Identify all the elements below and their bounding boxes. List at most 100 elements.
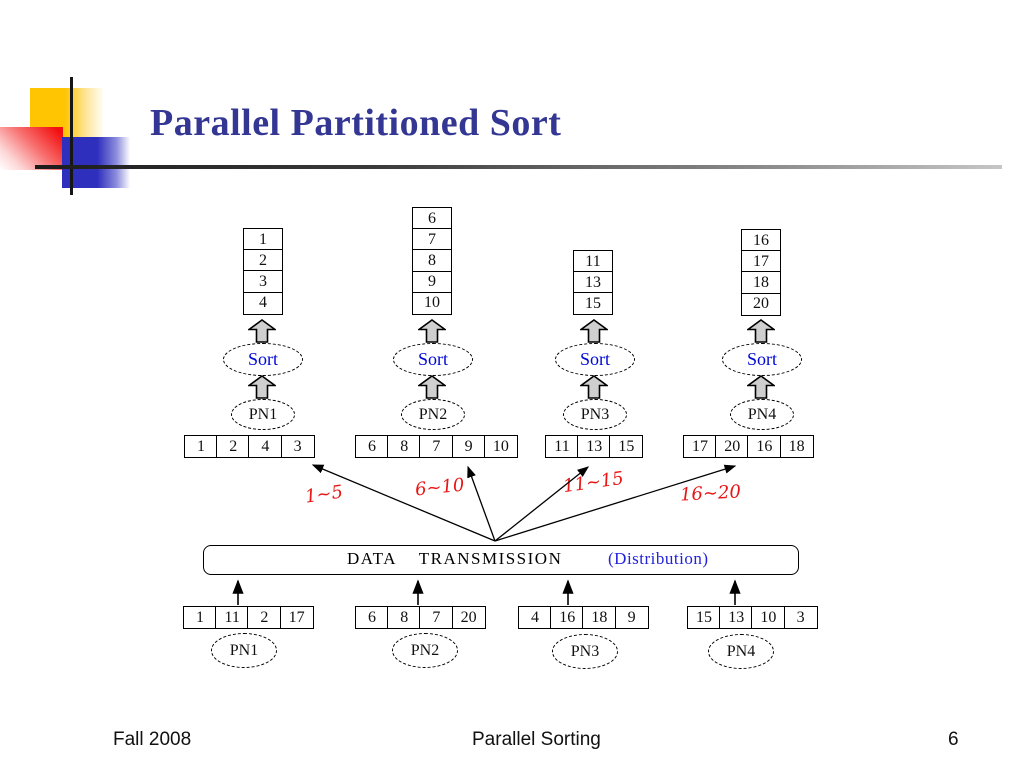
decoration-red-square <box>0 127 63 170</box>
run-cell: 13 <box>577 435 612 458</box>
stack-cell: 16 <box>741 229 781 252</box>
processor-node-pn1: PN1 <box>231 399 295 430</box>
up-block-arrow-icon <box>418 319 446 343</box>
run-cell: 8 <box>387 435 422 458</box>
decoration-blue-square <box>62 137 130 188</box>
run-cell: 17 <box>279 606 314 629</box>
processor-node-pn3: PN3 <box>563 399 627 430</box>
footer-date: Fall 2008 <box>113 729 192 750</box>
run-cell: 9 <box>614 606 649 629</box>
sort-node: Sort <box>223 343 303 376</box>
sort-node: Sort <box>555 343 635 376</box>
input-node-pn2: PN2 <box>392 633 458 668</box>
sort-label: Sort <box>579 349 610 369</box>
run-cell: 16 <box>747 435 782 458</box>
up-block-arrow-icon <box>747 375 775 399</box>
sort-label: Sort <box>417 349 448 369</box>
pn-label: PN3 <box>570 642 600 660</box>
run-cell: 13 <box>719 606 754 629</box>
pn-label: PN1 <box>229 641 259 659</box>
decoration-vertical-line <box>70 77 73 195</box>
run-cell: 11 <box>545 435 579 458</box>
run-cell: 6 <box>355 435 389 458</box>
distribution-label: (Distribution) <box>608 549 709 568</box>
run-cell: 1 <box>183 606 217 629</box>
stack-cell: 7 <box>412 228 452 252</box>
run-cell: 20 <box>451 606 486 629</box>
input-node-pn3: PN3 <box>552 634 618 669</box>
up-block-arrow-icon <box>248 319 276 343</box>
stack-cell: 1 <box>243 228 283 251</box>
run-cell: 3 <box>280 435 315 458</box>
pn-label: PN1 <box>248 405 278 423</box>
stack-cell: 9 <box>412 270 452 294</box>
stack-cell: 18 <box>741 271 781 295</box>
run-cell: 18 <box>582 606 617 629</box>
data-transmission-box: DATA TRANSMISSION (Distribution) <box>203 545 799 575</box>
run-cell: 7 <box>419 435 454 458</box>
stack-cell: 4 <box>243 291 283 315</box>
input-run-pn2: 6 8 7 20 <box>355 606 486 629</box>
stack-cell: 11 <box>573 250 613 273</box>
run-cell: 20 <box>715 435 750 458</box>
decoration-horizontal-rule <box>35 165 1002 169</box>
input-run-pn3: 4 16 18 9 <box>518 606 649 629</box>
fan-arrow-to-pn2 <box>467 465 496 542</box>
run-cell: 3 <box>783 606 818 629</box>
processor-node-pn4: PN4 <box>730 399 794 430</box>
run-cell: 15 <box>687 606 721 629</box>
stack-cell: 6 <box>412 207 452 230</box>
run-cell: 16 <box>550 606 585 629</box>
page-number: 6 <box>948 729 959 750</box>
pn-label: PN3 <box>580 405 610 423</box>
run-cell: 7 <box>419 606 454 629</box>
footer-title: Parallel Sorting <box>472 729 601 750</box>
sort-label: Sort <box>247 349 278 369</box>
run-cell: 11 <box>215 606 250 629</box>
received-run-pn3: 11 13 15 <box>545 435 644 458</box>
stack-cell: 3 <box>243 270 283 294</box>
received-run-pn1: 1 2 4 3 <box>184 435 315 458</box>
input-run-pn4: 15 13 10 3 <box>687 606 818 629</box>
received-run-pn4: 17 20 16 18 <box>683 435 814 458</box>
run-cell: 4 <box>248 435 283 458</box>
range-label: 6~10 <box>414 474 466 501</box>
stack-cell: 8 <box>412 249 452 273</box>
run-cell: 18 <box>779 435 814 458</box>
sorted-stack-pn1: 1 2 3 4 <box>243 228 283 315</box>
pn-label: PN4 <box>747 405 777 423</box>
run-cell: 2 <box>247 606 282 629</box>
stack-cell: 10 <box>412 291 452 315</box>
fan-arrow-to-pn1 <box>311 464 496 542</box>
input-node-pn1: PN1 <box>211 633 277 668</box>
data-transmission-label: DATA TRANSMISSION <box>347 549 563 568</box>
stack-cell: 2 <box>243 249 283 273</box>
stack-cell: 17 <box>741 250 781 274</box>
up-block-arrow-icon <box>418 375 446 399</box>
sorted-stack-pn3: 11 13 15 <box>573 250 613 316</box>
page-title: Parallel Partitioned Sort <box>150 102 562 144</box>
stack-cell: 13 <box>573 271 613 295</box>
run-cell: 17 <box>683 435 717 458</box>
received-run-pn2: 6 8 7 9 10 <box>355 435 518 458</box>
run-cell: 4 <box>518 606 552 629</box>
run-cell: 15 <box>609 435 644 458</box>
stack-cell: 20 <box>741 292 781 316</box>
input-node-pn4: PN4 <box>708 634 774 669</box>
run-cell: 6 <box>355 606 389 629</box>
sort-node: Sort <box>722 343 802 376</box>
sorted-stack-pn4: 16 17 18 20 <box>741 229 781 316</box>
range-label: 16~20 <box>679 481 742 506</box>
stack-cell: 15 <box>573 292 613 316</box>
up-block-arrow-icon <box>747 319 775 343</box>
sorted-stack-pn2: 6 7 8 9 10 <box>412 207 452 315</box>
run-cell: 8 <box>387 606 422 629</box>
input-run-pn1: 1 11 2 17 <box>183 606 314 629</box>
range-label: 1~5 <box>303 481 345 508</box>
pn-label: PN2 <box>410 641 440 659</box>
up-block-arrow-icon <box>248 375 276 399</box>
run-cell: 1 <box>184 435 218 458</box>
run-cell: 10 <box>483 435 518 458</box>
run-cell: 10 <box>751 606 786 629</box>
up-block-arrow-icon <box>580 319 608 343</box>
